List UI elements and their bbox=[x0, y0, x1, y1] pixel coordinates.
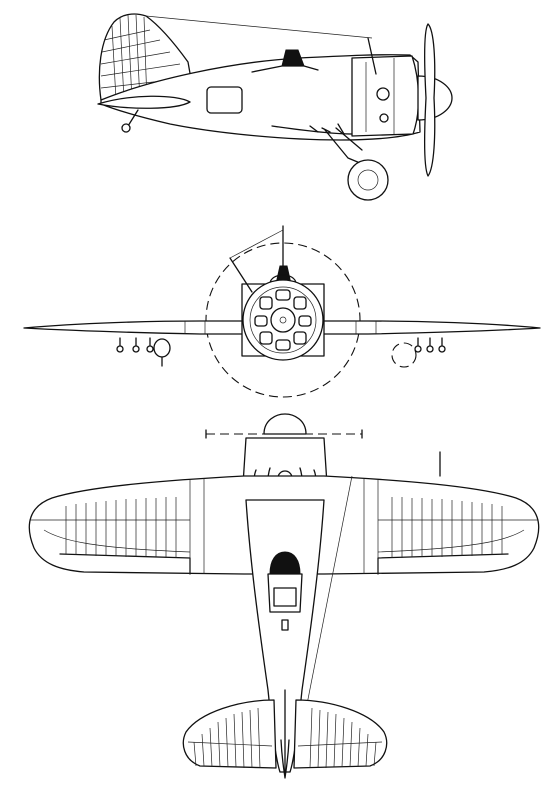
front-ordnance-right bbox=[391, 337, 446, 368]
top-spinner bbox=[263, 413, 307, 435]
side-propeller bbox=[424, 23, 436, 177]
top-cockpit-headrest bbox=[269, 551, 301, 575]
front-antenna-wire bbox=[229, 229, 284, 259]
side-antenna-mast bbox=[367, 37, 377, 75]
top-left-elevator bbox=[187, 707, 273, 769]
side-antenna-wire bbox=[145, 15, 373, 39]
top-cockpit-seat bbox=[273, 587, 297, 607]
front-wing-panel-lines bbox=[184, 321, 377, 334]
top-wing-panel-lines bbox=[30, 478, 538, 574]
top-right-tailplane bbox=[293, 699, 388, 769]
side-ordnance bbox=[309, 123, 345, 135]
side-wing-fillet bbox=[271, 125, 353, 135]
top-right-elevator bbox=[297, 707, 383, 769]
side-access-panel bbox=[206, 86, 243, 114]
top-fuselage bbox=[245, 499, 325, 773]
top-cockpit-opening bbox=[267, 573, 303, 613]
side-fuselage bbox=[100, 54, 421, 141]
side-main-wheel bbox=[347, 159, 389, 201]
side-rudder-ribs bbox=[100, 14, 189, 104]
front-view bbox=[23, 225, 541, 398]
front-spinner bbox=[270, 307, 296, 333]
side-engine-cowling bbox=[351, 55, 420, 137]
front-propeller-disc bbox=[205, 242, 361, 398]
top-left-tailplane bbox=[182, 699, 277, 769]
front-antenna bbox=[229, 257, 253, 293]
side-tailwheel-strut bbox=[127, 109, 139, 127]
side-tailwheel bbox=[121, 123, 131, 133]
side-view bbox=[97, 13, 453, 201]
side-cowling-details bbox=[365, 58, 395, 134]
side-cockpit-line bbox=[251, 65, 319, 73]
top-view bbox=[28, 413, 540, 779]
side-horizontal-stabilizer bbox=[97, 95, 191, 109]
front-cowling-openings bbox=[254, 289, 312, 351]
side-cockpit-headrest bbox=[281, 49, 305, 67]
front-ordnance-left bbox=[116, 337, 171, 367]
